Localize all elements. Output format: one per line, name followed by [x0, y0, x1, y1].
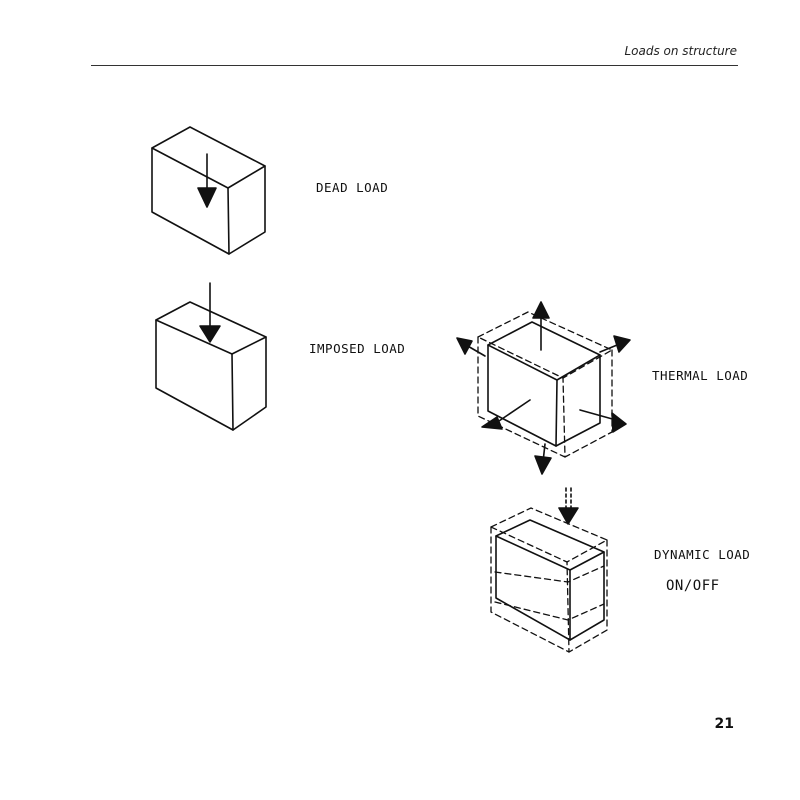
dynamic-load-block [490, 487, 608, 653]
dead-load-block [151, 126, 266, 255]
thermal-load-label: THERMAL LOAD [652, 368, 748, 383]
dynamic-load-sublabel: ON/OFF [666, 578, 720, 594]
running-head-title: Loads on structure [624, 44, 737, 58]
dead-load-label: DEAD LOAD [316, 180, 388, 195]
imposed-load-block [155, 282, 267, 431]
imposed-load-label: IMPOSED LOAD [309, 341, 405, 356]
page-number: 21 [714, 716, 734, 732]
header-rule [91, 65, 738, 66]
thermal-load-block [456, 301, 631, 475]
dynamic-load-label: DYNAMIC LOAD [654, 547, 750, 562]
